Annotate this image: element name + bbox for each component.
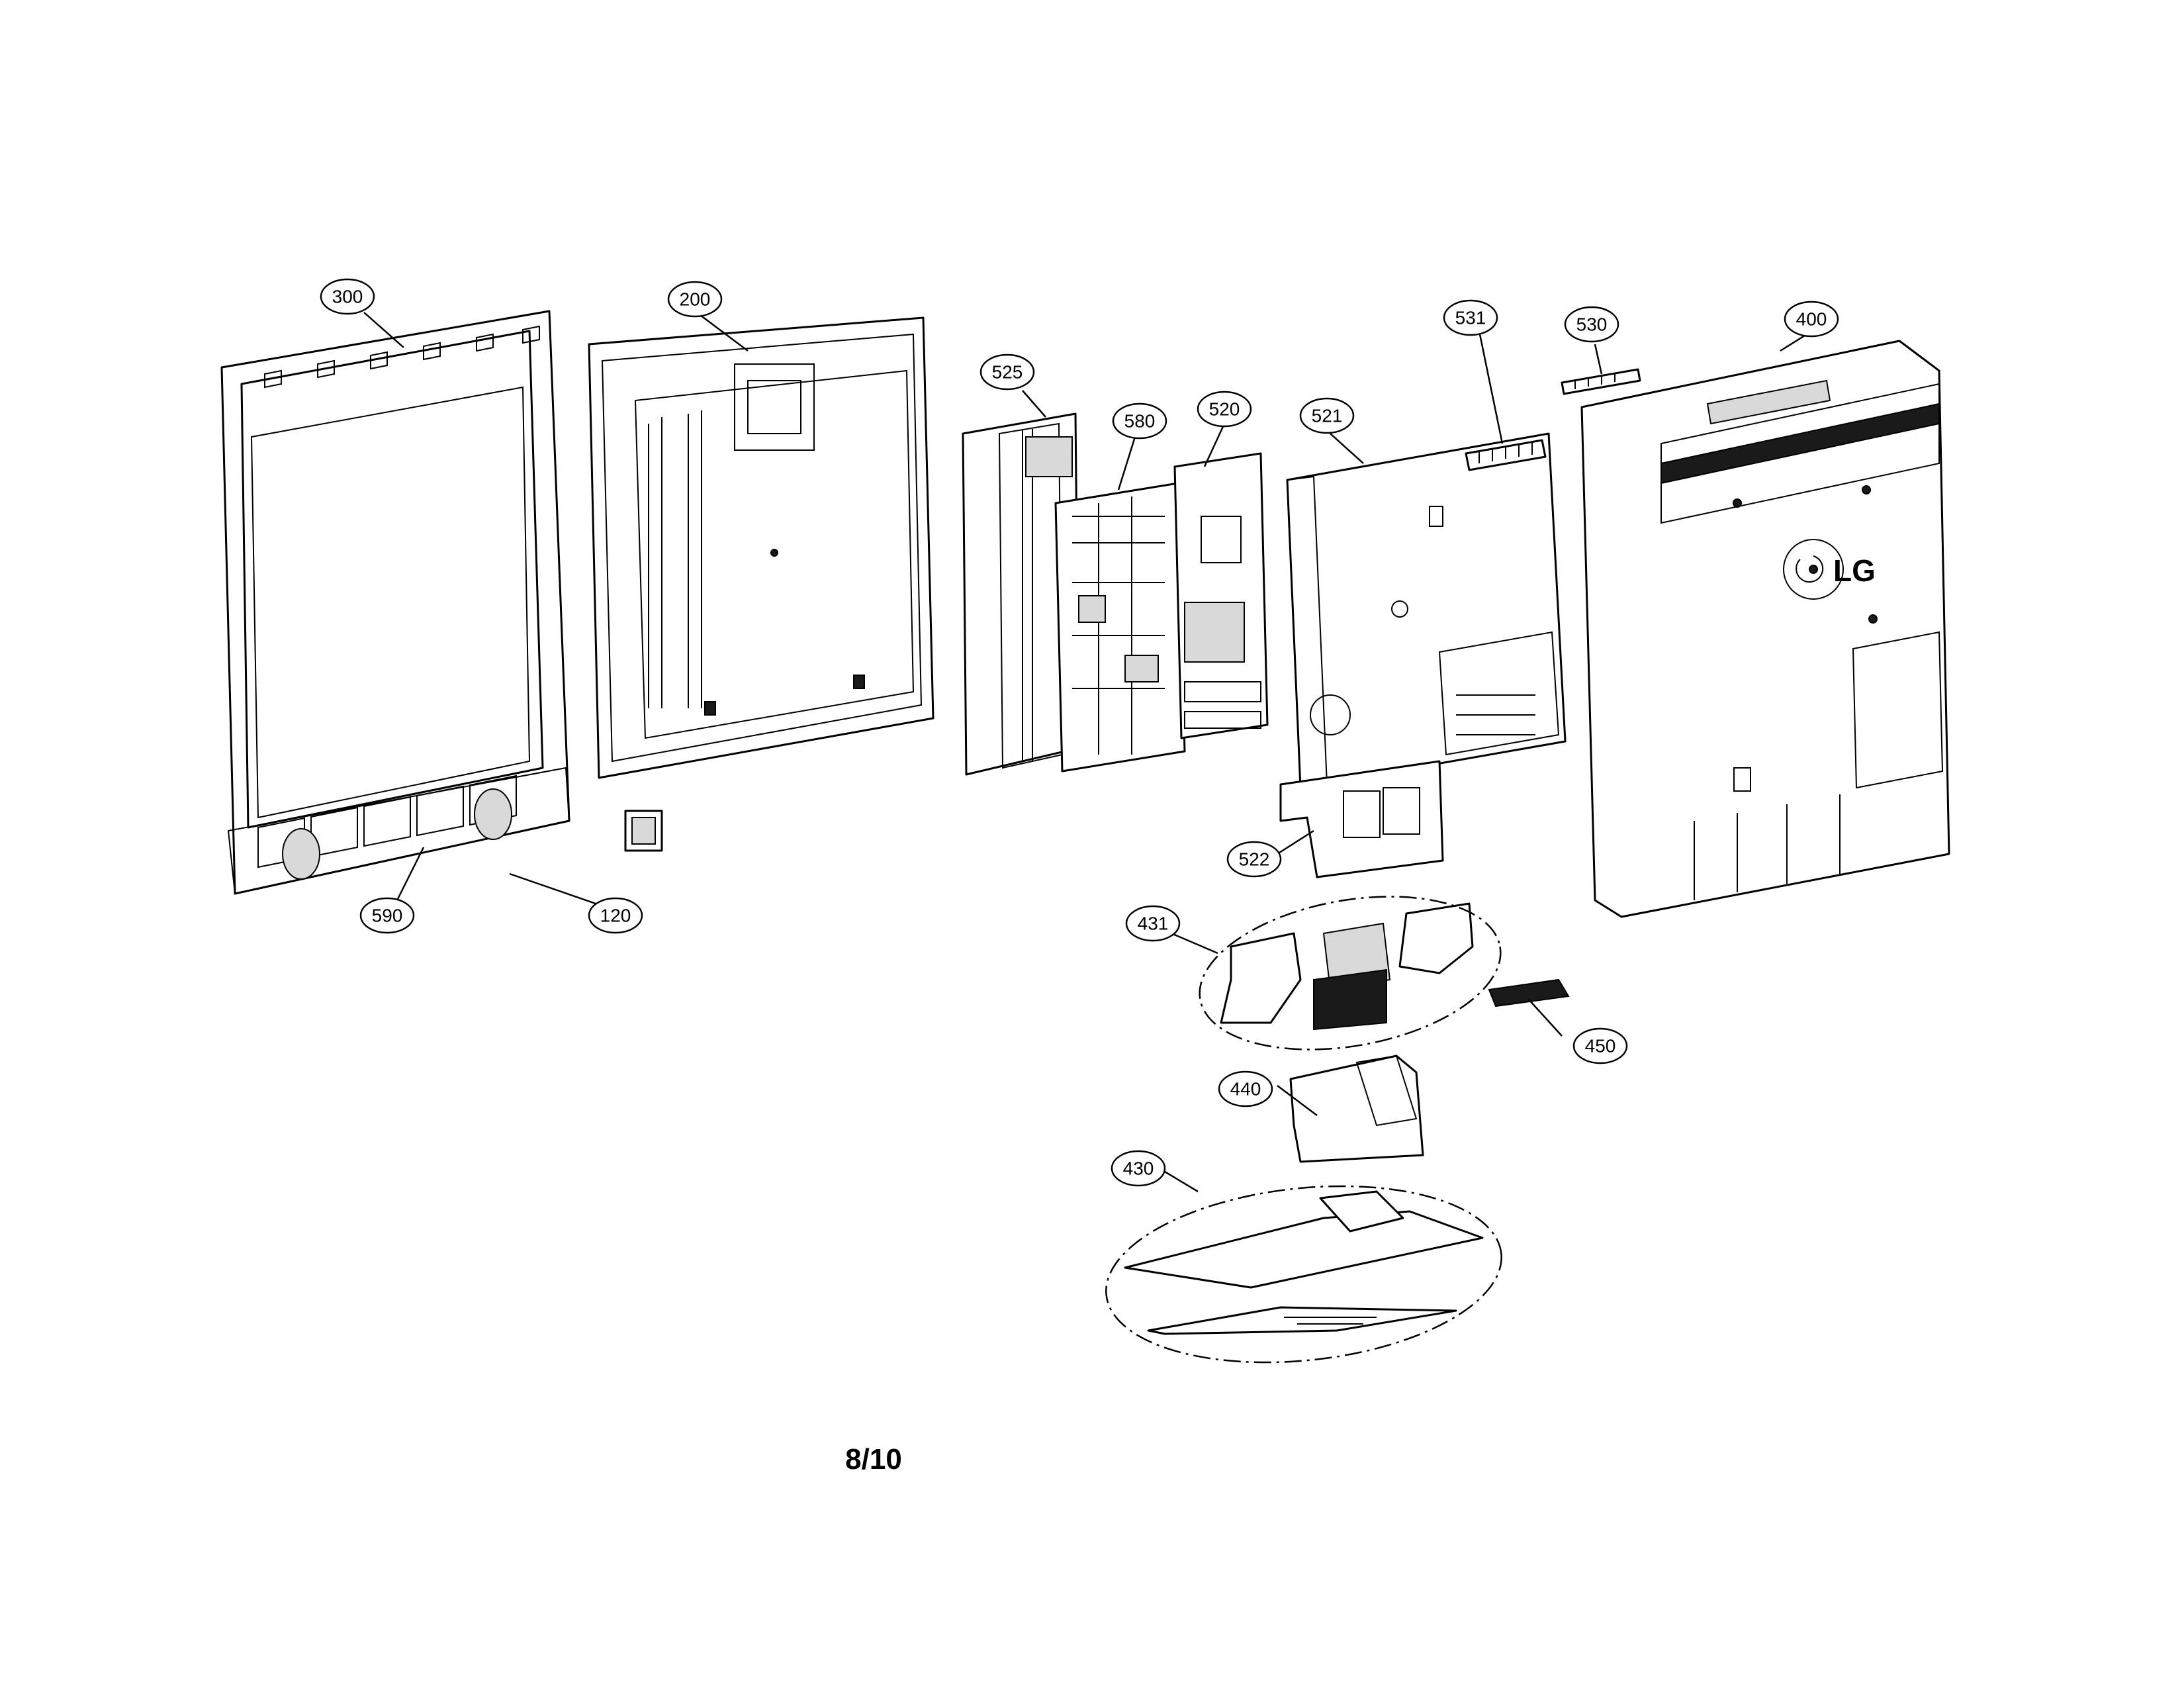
lcd-panel-200: [588, 316, 934, 779]
brand-logo-text: LG: [1833, 553, 1876, 588]
callout-520: 520: [1197, 391, 1252, 428]
pcb-board-580: [1054, 482, 1186, 773]
callout-400: 400: [1784, 301, 1839, 338]
callout-520-label: 520: [1209, 399, 1240, 420]
back-cover-400: [1580, 340, 1950, 918]
callout-522-label: 522: [1239, 849, 1270, 870]
callout-430: 430: [1111, 1150, 1166, 1187]
shield-bracket-521: [1286, 432, 1567, 789]
stand-neck-440: [1289, 1055, 1424, 1163]
callout-300: 300: [320, 278, 375, 315]
clip-450: [1488, 978, 1570, 1008]
callout-431-label: 431: [1138, 914, 1169, 934]
callout-580: 580: [1112, 402, 1167, 440]
callout-521-label: 521: [1312, 406, 1343, 426]
stand-base-430: [1124, 1190, 1484, 1335]
callout-431: 431: [1125, 905, 1181, 942]
callout-400-label: 400: [1796, 309, 1827, 330]
callout-590-label: 590: [372, 906, 403, 926]
front-bezel-300: [220, 310, 570, 895]
callout-440: 440: [1218, 1070, 1273, 1107]
callout-530-label: 530: [1576, 314, 1608, 335]
main-board-520: [1173, 452, 1269, 739]
jack-120: [624, 810, 663, 852]
callout-531: 531: [1443, 299, 1498, 336]
callout-430-label: 430: [1123, 1158, 1154, 1179]
callout-450-label: 450: [1585, 1036, 1616, 1056]
callout-120: 120: [588, 897, 643, 934]
board-shield-525: [962, 412, 1080, 776]
callout-521: 521: [1299, 397, 1355, 434]
callout-530: 530: [1564, 306, 1619, 343]
callout-440-label: 440: [1230, 1079, 1261, 1100]
callout-120-label: 120: [600, 906, 631, 926]
callout-580-label: 580: [1124, 411, 1156, 432]
callout-522: 522: [1226, 841, 1282, 878]
callout-200: 200: [667, 281, 723, 318]
stand-hinge-431: [1220, 902, 1474, 1031]
callout-590: 590: [359, 897, 415, 934]
page-number: 8/10: [845, 1443, 902, 1476]
callout-531-label: 531: [1455, 308, 1486, 328]
connector-531: [1465, 439, 1547, 471]
keypad-530: [1561, 368, 1641, 395]
callout-200-label: 200: [680, 289, 711, 310]
callout-300-label: 300: [332, 287, 363, 307]
leader-lines: [363, 310, 1807, 1193]
callout-525: 525: [979, 353, 1035, 391]
callout-450: 450: [1572, 1027, 1628, 1064]
group-ellipse-431: [1199, 896, 1502, 1051]
group-ellipse-430: [1105, 1185, 1502, 1364]
callout-525-label: 525: [992, 362, 1023, 383]
bottom-bracket-522: [1279, 760, 1444, 878]
